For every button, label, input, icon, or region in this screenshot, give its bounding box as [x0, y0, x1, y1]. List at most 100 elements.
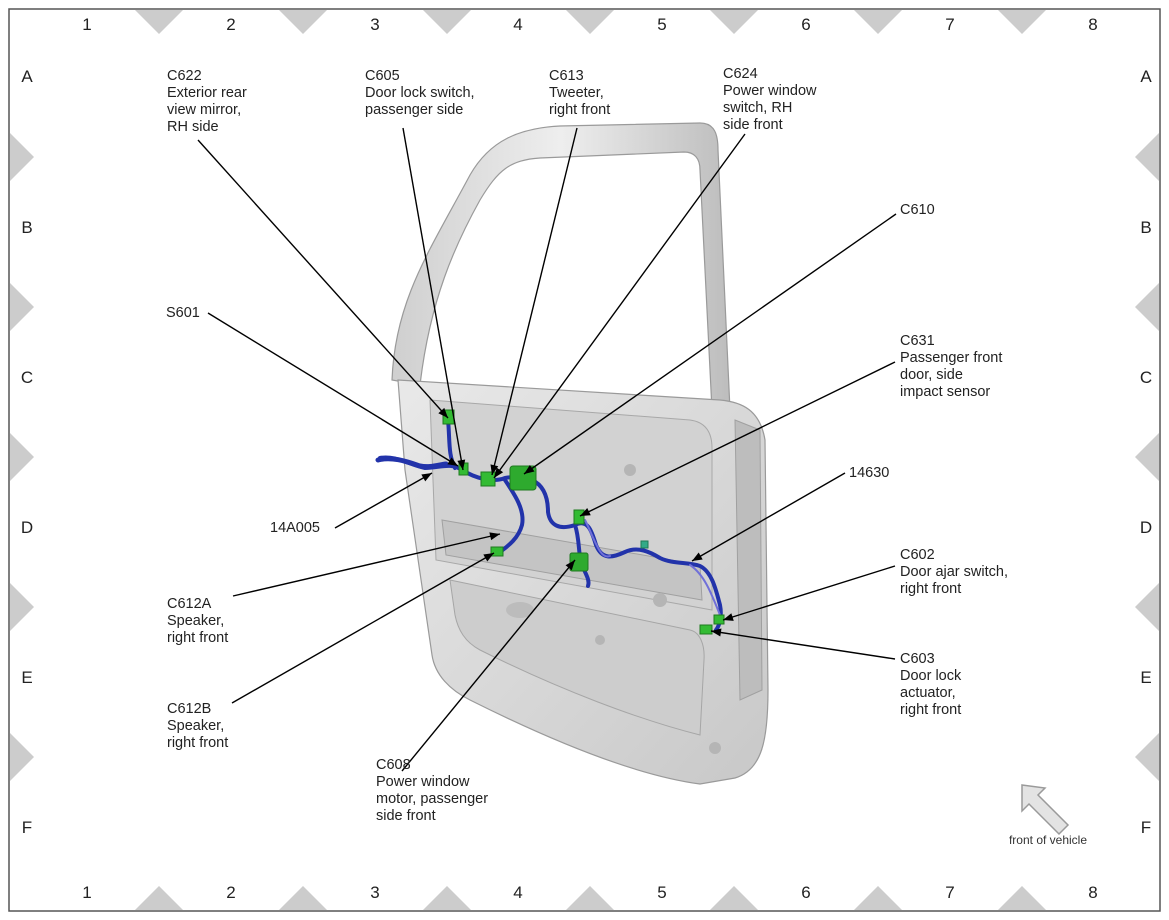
callout-c610: C610 [900, 202, 935, 218]
front-of-vehicle-label: front of vehicle [1009, 833, 1087, 847]
row-label-f-right: F [1141, 818, 1151, 837]
callout-c605: C605 Door lock switch, passenger side [365, 68, 479, 118]
leader-lines [197, 127, 897, 772]
col-label-2: 2 [226, 15, 235, 34]
col-label-8-bottom: 8 [1088, 883, 1097, 902]
grid-tick-bottom [854, 886, 902, 910]
col-label-2-bottom: 2 [226, 883, 235, 902]
row-label-d: D [21, 518, 33, 537]
callout-14a005: 14A005 [270, 520, 320, 536]
leader-arrowhead-c612b [483, 553, 494, 562]
col-label-1-bottom: 1 [82, 883, 91, 902]
callout-s601: S601 [166, 305, 200, 321]
harness-thin [584, 519, 723, 621]
leader-line-c631 [579, 361, 896, 517]
grid-tick-right [1135, 433, 1159, 481]
col-label-7-bottom: 7 [945, 883, 954, 902]
row-label-e-right: E [1140, 668, 1151, 687]
col-label-5: 5 [657, 15, 666, 34]
row-label-e: E [21, 668, 32, 687]
grid-tick-left [10, 133, 34, 181]
grid-tick-bottom [135, 886, 183, 910]
panel-hole [595, 635, 605, 645]
row-label-b-right: B [1140, 218, 1151, 237]
leader-arrowhead-c612a [489, 532, 500, 541]
leader-line-c612a [232, 533, 501, 597]
connector-c602 [713, 614, 725, 625]
callout-c624: C624 Power window switch, RH side front [723, 66, 821, 133]
grid-labels-left: A B C D E F [21, 67, 33, 837]
leader-line-c613 [491, 127, 578, 476]
window-frame [391, 122, 731, 411]
orientation-indicator: front of vehicle [1009, 784, 1087, 847]
col-label-6: 6 [801, 15, 810, 34]
row-label-f: F [22, 818, 32, 837]
callout-c613: C613 Tweeter, right front [549, 68, 610, 118]
grid-tick-left [10, 733, 34, 781]
leader-line-c602 [722, 565, 896, 621]
leader-arrowhead-c608 [565, 560, 575, 571]
leader-arrowhead-s601 [447, 457, 458, 466]
callout-c602: C602 Door ajar switch, right front [900, 547, 1012, 597]
leader-arrowhead-c631 [580, 508, 591, 516]
leader-arrowhead-14a005 [421, 473, 432, 482]
leader-arrowhead-c603 [711, 628, 722, 637]
callout-c622: C622 Exterior rear view mirror, RH side [167, 68, 251, 135]
callout-c603: C603 Door lock actuator, right front [900, 651, 965, 718]
grid-tick-bottom [998, 886, 1046, 910]
grid-labels-top: 1 2 3 4 5 6 7 8 [82, 15, 1097, 34]
connector-c603 [699, 624, 713, 635]
connector-c612b [490, 546, 504, 557]
leader-line-14630 [691, 472, 846, 562]
col-label-7: 7 [945, 15, 954, 34]
connector-c631 [573, 509, 585, 525]
leader-arrowhead-c622 [438, 407, 448, 418]
panel-hole [653, 593, 667, 607]
row-label-c-right: C [1140, 368, 1152, 387]
leader-line-c612b [231, 552, 495, 704]
connector-c624 [480, 471, 496, 487]
grid-tick-top [566, 10, 614, 34]
panel-hole [506, 602, 534, 618]
harness-14a005 [375, 456, 449, 470]
row-label-d-right: D [1140, 518, 1152, 537]
grid-tick-left [10, 283, 34, 331]
callout-c608: C608 Power window motor, passenger side … [376, 757, 492, 824]
door-edge [734, 419, 763, 701]
panel-hole [709, 742, 721, 754]
grid-ticks [10, 10, 1159, 910]
grid-tick-right [1135, 133, 1159, 181]
connector-c608 [569, 552, 589, 572]
grid-tick-left [10, 433, 34, 481]
leader-arrowhead-14630 [692, 552, 703, 561]
leader-line-c608 [401, 559, 576, 772]
grid-tick-top [998, 10, 1046, 34]
leader-arrowhead-c605 [457, 459, 466, 470]
callout-c631: C631 Passenger front door, side impact s… [900, 333, 1006, 400]
row-label-a: A [21, 67, 33, 86]
grid-tick-top [135, 10, 183, 34]
arrow-up-left-icon [1021, 784, 1070, 836]
grid-tick-top [854, 10, 902, 34]
leader-arrowhead-c602 [723, 613, 734, 621]
col-label-4: 4 [513, 15, 522, 34]
col-label-3: 3 [370, 15, 379, 34]
col-label-4-bottom: 4 [513, 883, 522, 902]
grid-tick-bottom [279, 886, 327, 910]
panel-hole [624, 464, 636, 476]
col-label-6-bottom: 6 [801, 883, 810, 902]
callout-14630: 14630 [849, 465, 889, 481]
row-label-a-right: A [1140, 67, 1152, 86]
row-label-c: C [21, 368, 33, 387]
grid-labels-right: A B C D E F [1140, 67, 1152, 837]
col-label-1: 1 [82, 15, 91, 34]
leader-line-c603 [710, 630, 896, 660]
leader-arrowhead-c624 [494, 467, 504, 478]
leader-line-c622 [197, 139, 449, 419]
col-label-3-bottom: 3 [370, 883, 379, 902]
grid-tick-right [1135, 733, 1159, 781]
grid-tick-right [1135, 283, 1159, 331]
leader-line-14a005 [334, 472, 433, 529]
leader-arrowhead-c610 [524, 464, 535, 474]
